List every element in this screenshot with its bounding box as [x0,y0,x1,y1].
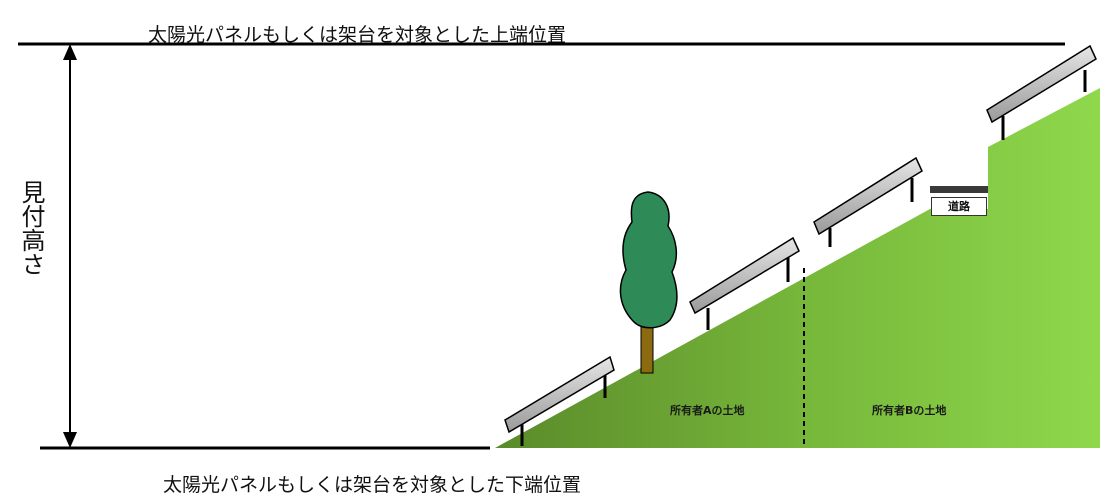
solar-panel-4 [986,44,1097,140]
solar-panel-3 [813,156,923,247]
solar-panel-1 [504,355,615,446]
road-label: 道路 [931,197,987,216]
tree-icon [619,191,678,374]
owner-b-land-label: 所有者Bの土地 [872,404,947,417]
visible-height-label: 見付高さ [17,180,45,276]
bottom-edge-caption: 太陽光パネルもしくは架台を対象とした下端位置 [163,474,582,496]
solar-panel-2 [689,236,800,330]
top-edge-caption: 太陽光パネルもしくは架台を対象とした上端位置 [148,24,567,46]
sloped-ground [495,88,1100,448]
owner-a-land-label: 所有者Aの土地 [670,404,745,417]
height-arrow [63,44,77,448]
road-surface [930,186,988,193]
